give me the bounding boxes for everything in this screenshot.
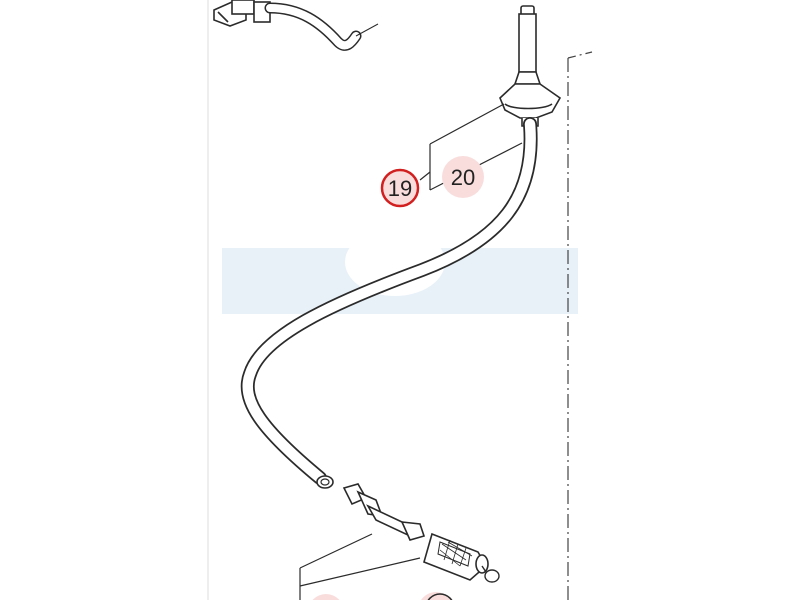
rod-assembly xyxy=(499,5,562,127)
connector-assembly xyxy=(342,483,426,541)
hose-end-bore xyxy=(320,478,330,486)
clip-ring xyxy=(481,565,500,583)
callout-bottom-right-number-fragment xyxy=(427,593,453,600)
border-dashdot-corner xyxy=(567,51,593,59)
main-hose-fill xyxy=(242,118,536,484)
callout-bottom-left[interactable] xyxy=(308,594,344,600)
top-hose-fill xyxy=(266,4,360,50)
callout-19[interactable]: 19 xyxy=(380,168,420,208)
filter-canister xyxy=(423,532,489,581)
callout-20-label: 20 xyxy=(451,165,475,190)
callout-20-bubble xyxy=(442,156,484,198)
top-fitting xyxy=(213,0,271,27)
lower-leader-lines xyxy=(299,533,421,600)
callout-19-bubble xyxy=(380,168,420,208)
top-leader-line xyxy=(355,23,379,37)
callout-19-label: 19 xyxy=(388,176,412,201)
callout-20[interactable]: 20 xyxy=(442,156,484,198)
panel-band-highlight xyxy=(345,228,445,296)
